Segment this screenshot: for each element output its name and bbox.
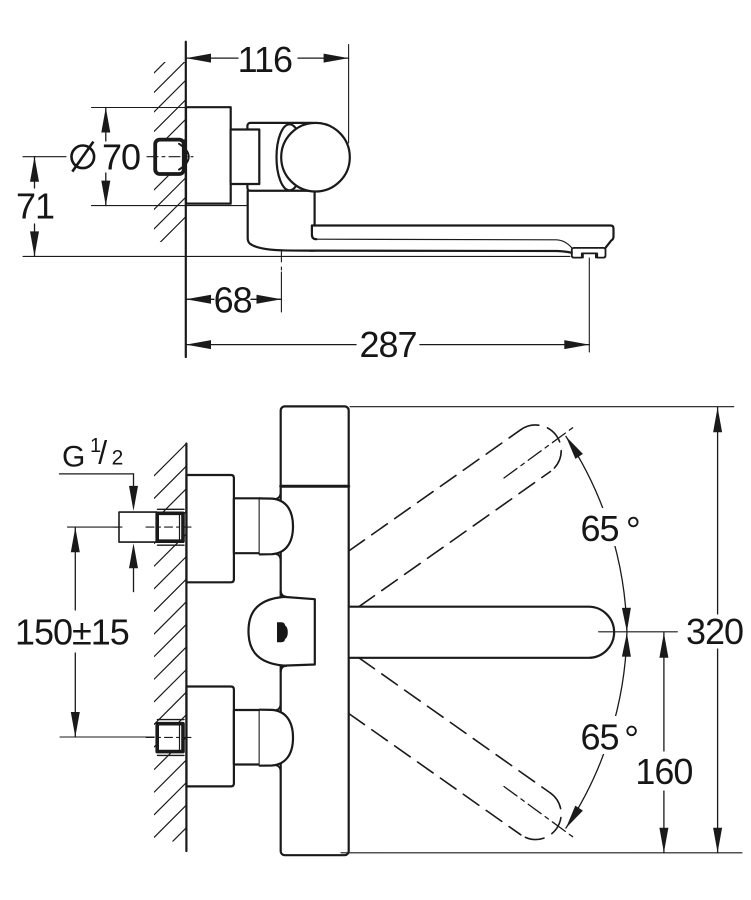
svg-text:65: 65	[580, 508, 618, 549]
svg-text:116: 116	[238, 39, 292, 80]
svg-text:71: 71	[16, 185, 54, 226]
svg-text:70: 70	[102, 137, 140, 178]
svg-text:65: 65	[580, 717, 618, 758]
svg-text:/: /	[98, 435, 107, 471]
svg-text:287: 287	[359, 324, 416, 365]
svg-text:2: 2	[112, 447, 123, 470]
svg-text:320: 320	[686, 611, 743, 652]
svg-text:160: 160	[635, 751, 692, 792]
svg-text:150±15: 150±15	[15, 611, 129, 652]
svg-text:68: 68	[214, 280, 252, 321]
svg-text:G: G	[62, 440, 84, 473]
svg-text:1: 1	[90, 435, 101, 457]
